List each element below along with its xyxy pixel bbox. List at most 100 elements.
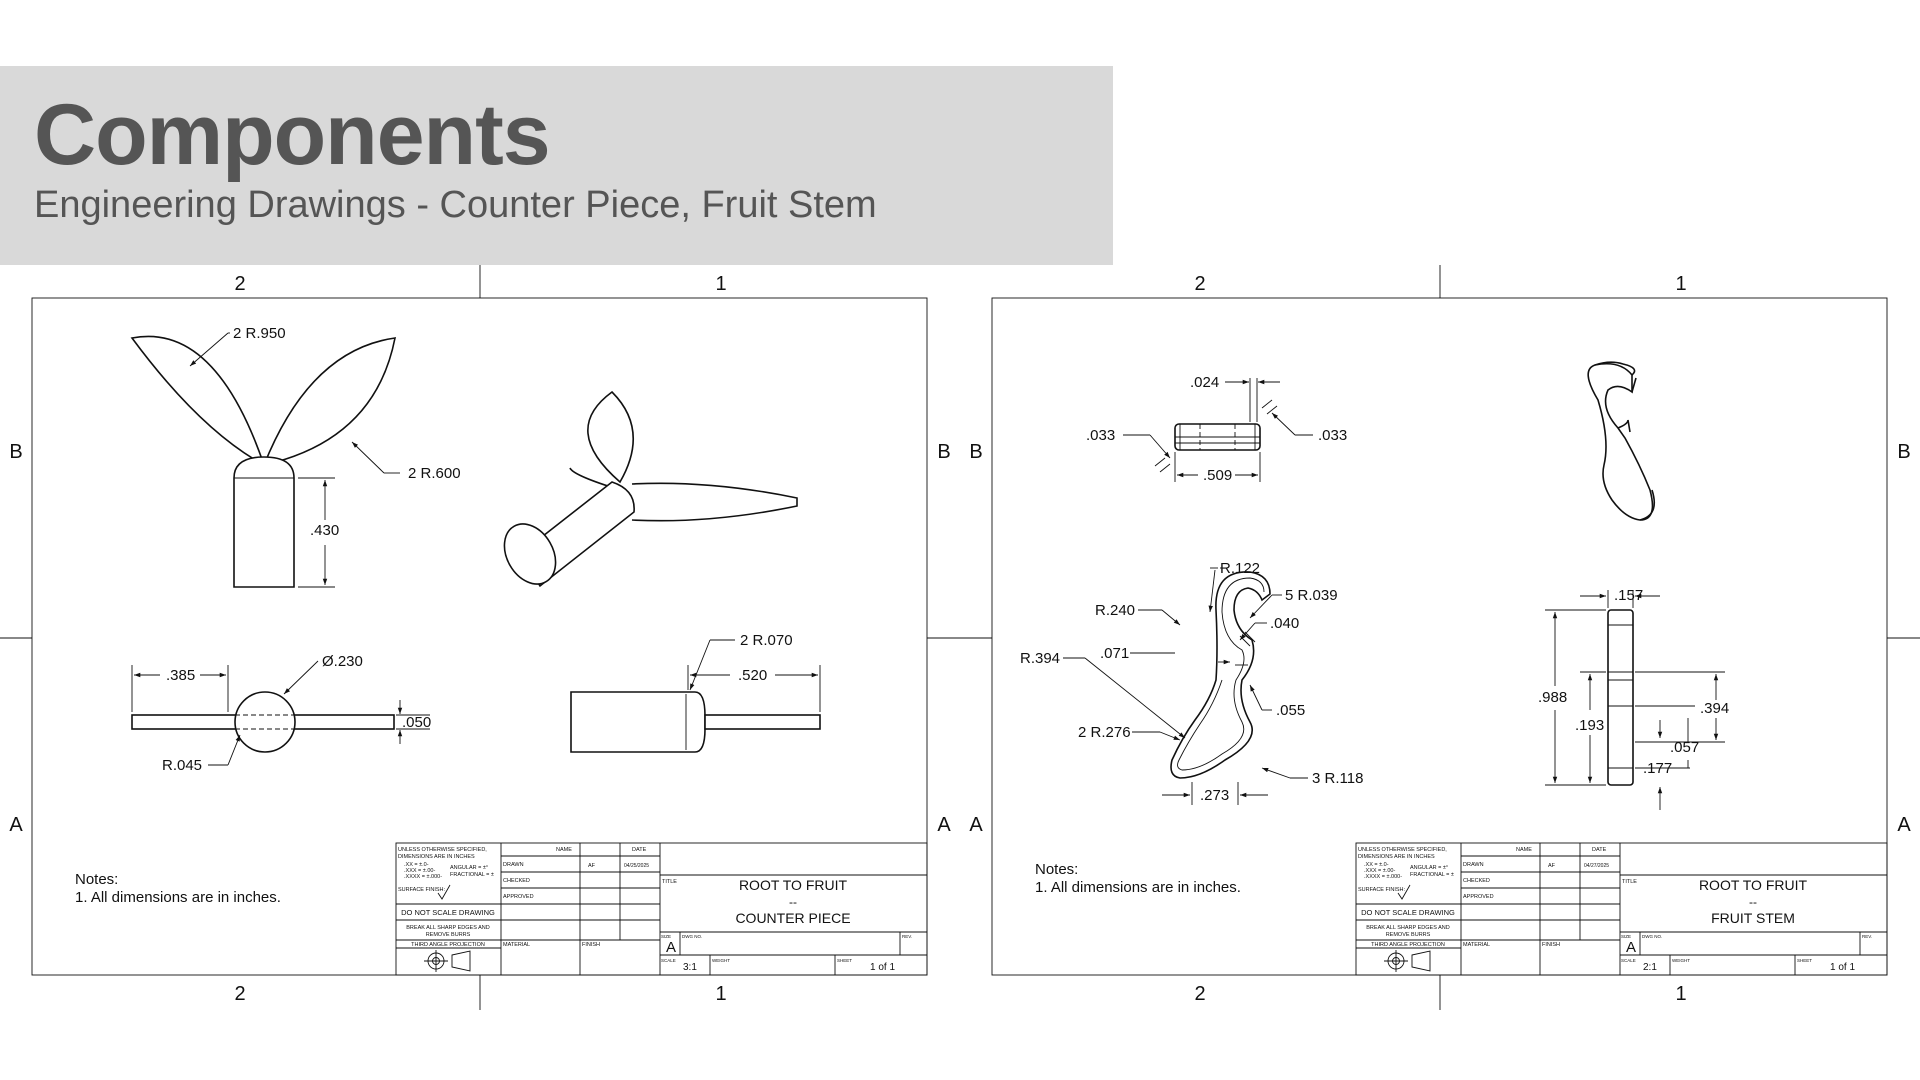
dim-r394: R.394 — [1020, 650, 1060, 667]
tb-projection: THIRD ANGLE PROJECTION — [411, 942, 485, 948]
dim-r950: 2 R.950 — [233, 325, 286, 342]
zone-label-row: B — [1897, 441, 1910, 463]
tb-surface-finish: SURFACE FINISH: — [398, 887, 446, 893]
tb-tolerance: DIMENSIONS ARE IN INCHES — [398, 854, 475, 860]
dim-033-left: .033 — [1086, 427, 1115, 444]
tb-tolerance: .XXX = ±.00- — [404, 868, 435, 874]
dim-430: .430 — [310, 522, 339, 539]
leader-line — [1149, 434, 1171, 459]
tb-tolerance: UNLESS OTHERWISE SPECIFIED, — [398, 847, 487, 853]
leader-line — [351, 441, 385, 474]
zone-label-col: 1 — [715, 273, 726, 295]
tb-break-edges: BREAK ALL SHARP EDGES AND — [406, 925, 489, 931]
notes-line: 1. All dimensions are in inches. — [1035, 879, 1241, 896]
page-subtitle: Engineering Drawings - Counter Piece, Fr… — [34, 184, 877, 226]
dim-193: .193 — [1575, 717, 1604, 734]
dim-r600: 2 R.600 — [408, 465, 461, 482]
tb-title-line: COUNTER PIECE — [735, 910, 850, 926]
title-block-frame — [1355, 842, 1888, 976]
tb-title-line: -- — [789, 895, 797, 909]
leader-line — [189, 332, 229, 367]
tb-break-edges: REMOVE BURRS — [426, 932, 471, 938]
leader-line — [1261, 767, 1291, 779]
dim-055: .055 — [1276, 702, 1305, 719]
tb-tolerance: .XX = ±.0- — [1364, 862, 1389, 868]
header-band — [0, 66, 1113, 265]
third-angle-projection-icon — [424, 950, 471, 972]
notes-title: Notes: — [75, 871, 118, 888]
tb-checked: CHECKED — [503, 878, 530, 884]
notes-line: 1. All dimensions are in inches. — [75, 889, 281, 906]
tb-surface-finish: SURFACE FINISH: — [1358, 887, 1406, 893]
tb-title-line: -- — [1749, 895, 1757, 909]
tb-finish: FINISH — [582, 942, 600, 948]
tb-break-edges: REMOVE BURRS — [1386, 932, 1431, 938]
dim-273: .273 — [1200, 787, 1229, 804]
iso-hook-side — [1639, 489, 1656, 521]
stem-body — [233, 456, 295, 588]
tb-scale-label: SCALE — [661, 958, 676, 963]
tb-drawn-date: 04/27/2025 — [1584, 863, 1609, 869]
tb-material: MATERIAL — [503, 942, 530, 948]
tb-tolerance: .XXXX = ±.000- — [1364, 874, 1402, 880]
tb-drawn-by: AF — [1548, 863, 1556, 869]
tb-scale-label: SCALE — [1621, 958, 1636, 963]
iso-stem-end — [503, 523, 557, 585]
dim-988: .988 — [1538, 689, 1567, 706]
dim-r118: 3 R.118 — [1312, 770, 1363, 787]
dim-r122: R.122 — [1220, 560, 1260, 577]
counter-piece-top-view: .385 Ø.230 .050 R.045 — [131, 653, 431, 774]
dim-r070: 2 R.070 — [740, 632, 793, 649]
tb-weight-label: WEIGHT — [712, 958, 730, 963]
tb-title-label: TITLE — [1622, 879, 1637, 885]
tb-scale: 3:1 — [683, 962, 697, 973]
tb-title-line: FRUIT STEM — [1711, 910, 1795, 926]
title-block: UNLESS OTHERWISE SPECIFIED, DIMENSIONS A… — [395, 842, 928, 976]
tb-tolerance: FRACTIONAL = ± — [450, 872, 494, 878]
side-body — [1607, 609, 1634, 786]
leader-line — [227, 734, 241, 766]
tb-tolerance: .XX = ±.0- — [404, 862, 429, 868]
counter-piece-front-view: .430 2 R.950 2 R.600 — [130, 325, 461, 588]
tb-dwg-no-label: DWG NO. — [682, 934, 702, 939]
leader-line — [1208, 569, 1216, 613]
dim-r276: 2 R.276 — [1078, 724, 1131, 741]
zone-label-col: 2 — [1194, 983, 1205, 1005]
dim-024: .024 — [1190, 374, 1219, 391]
sheet-fruit-stem: 2 1 2 1 B A B A .509 .024 — [960, 265, 1920, 1010]
dim-071: .071 — [1100, 645, 1129, 662]
profile-inner-lower — [1177, 611, 1245, 771]
tb-tolerance: ANGULAR = ±° — [450, 865, 488, 871]
dim-033-right: .033 — [1318, 427, 1347, 444]
tb-approved: APPROVED — [503, 894, 534, 900]
dim-520: .520 — [738, 667, 767, 684]
zone-label-col: 2 — [234, 273, 245, 295]
profile-outer — [1170, 571, 1271, 779]
title-block-frame — [395, 842, 928, 976]
tb-tolerance: .XXXX = ±.000- — [404, 874, 442, 880]
dim-385: .385 — [166, 667, 195, 684]
iso-hook-edge — [1631, 377, 1637, 393]
title-block: UNLESS OTHERWISE SPECIFIED, DIMENSIONS A… — [1355, 842, 1888, 976]
tb-tolerance: ANGULAR = ±° — [1410, 865, 1448, 871]
leader-line — [1249, 684, 1263, 711]
fruit-stem-top-view: .509 .024 .033 .033 — [1086, 374, 1347, 484]
leader-line — [1159, 731, 1181, 741]
fruit-stem-front-view: R.122 R.240 5 R.039 .040 .071 R.394 .055 — [1020, 560, 1363, 805]
leaf-left — [130, 335, 266, 467]
tb-projection: THIRD ANGLE PROJECTION — [1371, 942, 1445, 948]
leader-line — [1161, 609, 1181, 626]
surface-finish-icon — [1397, 884, 1411, 900]
tb-size: A — [666, 939, 676, 956]
tb-size: A — [1626, 939, 1636, 956]
tb-size-label: SIZE — [1621, 934, 1631, 939]
iso-leaf-side — [631, 482, 798, 522]
leader-line — [1239, 622, 1256, 641]
tb-scale: 2:1 — [1643, 962, 1657, 973]
sheet-counter-piece: 2 1 2 1 B A B A .430 2 R.950 2 R.600 — [0, 265, 960, 1010]
dim-dia230: Ø.230 — [322, 653, 363, 670]
side-stem-body — [570, 691, 706, 753]
tb-do-not-scale: DO NOT SCALE DRAWING — [1361, 908, 1455, 917]
leader-line — [1271, 412, 1296, 436]
iso-hook-top — [1594, 361, 1636, 376]
